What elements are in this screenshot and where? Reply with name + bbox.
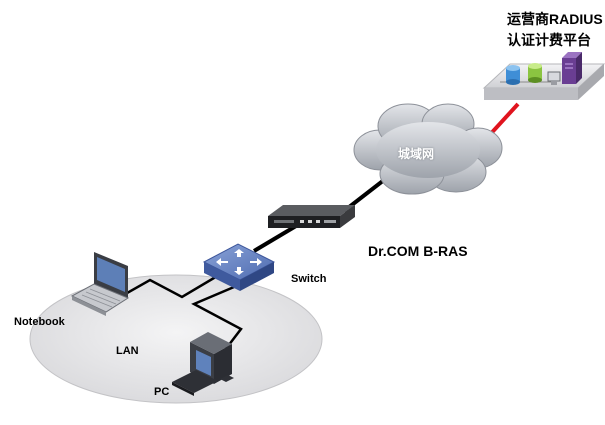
link-bras-switch	[252, 224, 298, 253]
database-icon	[528, 63, 542, 83]
switch-label: Switch	[291, 273, 327, 285]
notebook-label: Notebook	[14, 316, 65, 328]
cloud-icon	[353, 103, 503, 195]
switch-icon	[202, 243, 276, 291]
radius-platform-label-line1: 运营商RADIUS	[507, 11, 603, 27]
radius-platform	[482, 52, 605, 100]
lan-label: LAN	[116, 345, 139, 357]
link-switch-notebook	[119, 273, 220, 299]
link-switch-pc	[191, 285, 243, 351]
radius-platform-label-line2: 认证计费平台	[507, 32, 591, 48]
router-icon	[268, 205, 355, 228]
desktop-pc-icon	[172, 332, 234, 396]
cloud-label: 城域网	[398, 147, 435, 161]
pc-label: PC	[154, 386, 170, 398]
bras-label: Dr.COM B-RAS	[368, 243, 468, 259]
laptop-icon	[70, 252, 130, 316]
desktop-pc-icon	[547, 71, 561, 85]
database-icon	[506, 65, 520, 85]
server-icon	[562, 52, 582, 84]
